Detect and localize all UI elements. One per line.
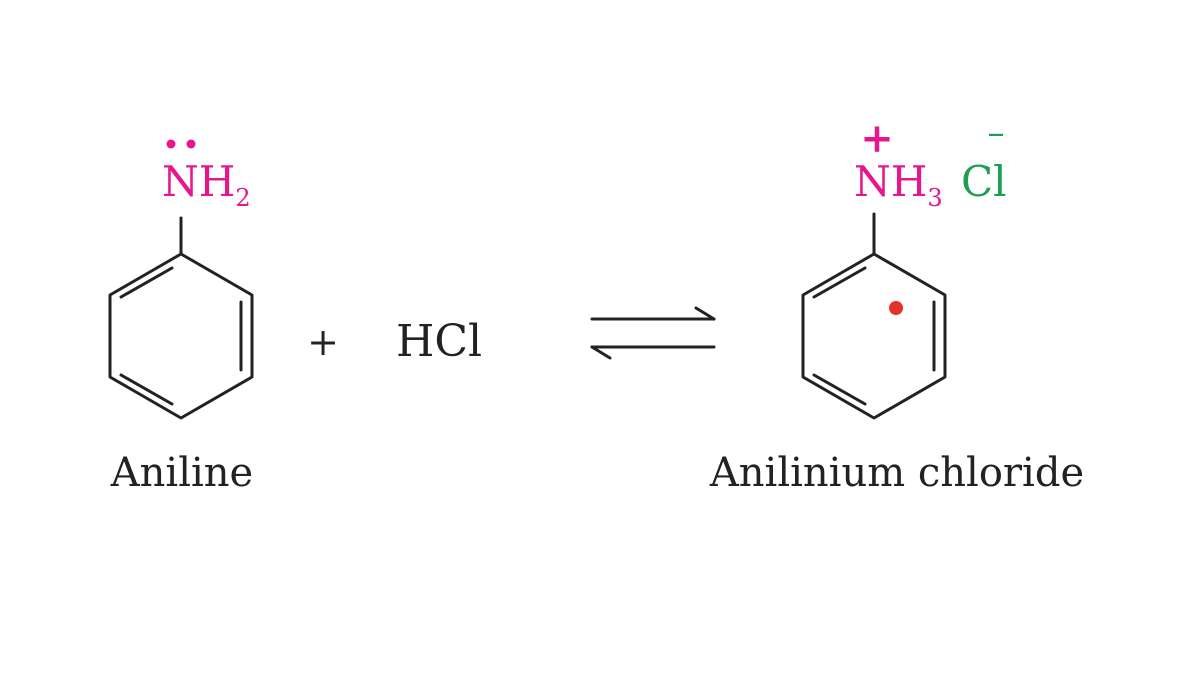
- anilinium-inner-bond: [812, 373, 867, 406]
- forward-arrow-head: [694, 306, 716, 321]
- aniline-amine-group: NH2: [162, 157, 251, 212]
- aniline-structure: [108, 216, 254, 420]
- aniline-hydrogen-label: H: [199, 157, 236, 206]
- aniline-inner-bond: [119, 373, 174, 406]
- marker-dot: [889, 301, 903, 315]
- anilinium-structure: [801, 212, 947, 420]
- lone-pair-dot: [186, 139, 196, 149]
- aniline-subscript: 2: [235, 184, 250, 212]
- hcl-label: HCl: [396, 316, 482, 367]
- plus-sign: +: [307, 320, 339, 364]
- equilibrium-arrow: [590, 306, 716, 360]
- anilinium-name-label: Anilinium chloride: [709, 450, 1084, 496]
- anilinium-inner-bond: [812, 266, 867, 299]
- positive-charge: +: [860, 115, 894, 162]
- aniline-nitrogen-label: N: [162, 157, 199, 206]
- reverse-arrow-head: [590, 345, 612, 360]
- anilinium-nitrogen-label: N: [854, 157, 891, 206]
- lone-pair-dot: [166, 139, 176, 149]
- anilinium-benzene-ring: [801, 252, 947, 420]
- aniline-benzene-ring: [108, 252, 254, 420]
- negative-charge: –: [988, 113, 1005, 153]
- anilinium-hydrogen-label: H: [891, 157, 928, 206]
- anilinium-amine-group: NH3: [854, 157, 943, 212]
- aniline-name-label: Aniline: [110, 450, 253, 496]
- chloride-ion-label: Cl: [961, 157, 1007, 206]
- aniline-inner-bond: [119, 266, 174, 299]
- anilinium-subscript: 3: [927, 184, 942, 212]
